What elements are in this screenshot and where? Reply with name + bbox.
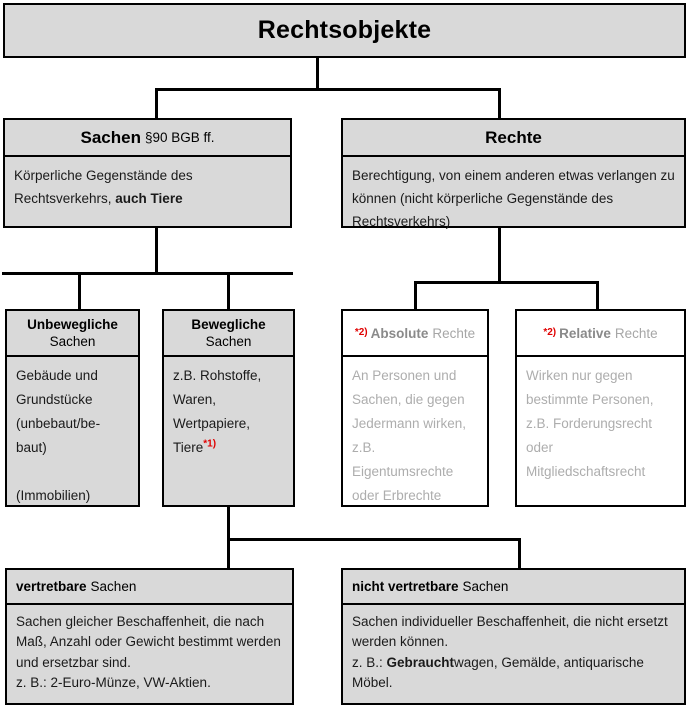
connector-rechte-stem (498, 227, 501, 283)
node-vertretbare-sachen-header: vertretbare Sachen (7, 570, 292, 605)
node-sachen-header: Sachen §90 BGB ff. (5, 120, 290, 157)
node-absolute-rechte[interactable]: *2) Absolute Rechte An Personen und Sach… (341, 309, 489, 507)
node-sachen-description: Körperliche Gegenstände des Rechtsverkeh… (14, 168, 193, 207)
node-sachen-description-emphasis: auch Tiere (115, 191, 183, 207)
node-rechte[interactable]: Rechte Berechtigung, von einem anderen e… (341, 118, 686, 229)
connector-level3-right-bar (414, 281, 599, 284)
node-bewegliche-sachen[interactable]: Bewegliche Sachen z.B. Rohstoffe, Waren,… (162, 309, 295, 507)
node-nicht-vertretbare-sachen[interactable]: nicht vertretbare Sachen Sachen individu… (341, 568, 686, 705)
node-absolute-rechte-body: An Personen und Sachen, die gegen Jederm… (343, 357, 487, 505)
connector-to-beweglich (227, 272, 230, 310)
node-relative-rechte[interactable]: *2) Relative Rechte Wirken nur gegen bes… (515, 309, 686, 507)
node-bewegliche-sachen-header: Bewegliche Sachen (164, 311, 293, 357)
node-sachen-title: Sachen (80, 127, 141, 147)
node-nicht-vertretbare-sachen-body: Sachen individueller Beschaffenheit, die… (343, 605, 684, 707)
node-relative-rechte-subtitle: Rechte (614, 325, 658, 341)
node-vertretbare-sachen-subtitle: Sachen (90, 579, 137, 594)
connector-sachen-stem (155, 227, 158, 274)
connector-to-sachen (155, 88, 158, 119)
connector-level2-bar (155, 88, 501, 91)
node-nicht-vertretbare-sachen-example-emphasis: Gebraucht (386, 654, 455, 670)
node-absolute-rechte-subtitle: Rechte (432, 325, 476, 341)
node-rechte-header: Rechte (343, 120, 684, 157)
node-vertretbare-sachen-title: vertretbare (16, 579, 87, 594)
node-vertretbare-sachen[interactable]: vertretbare Sachen Sachen gleicher Besch… (5, 568, 294, 705)
node-bewegliche-sachen-body: z.B. Rohstoffe, Waren, Wertpapiere, Tier… (164, 357, 293, 505)
node-unbewegliche-sachen-body: Gebäude und Grundstücke (unbebaut/be-bau… (7, 357, 138, 505)
node-sachen-law-reference: §90 BGB ff. (144, 130, 215, 145)
node-unbewegliche-sachen-subtitle: Sachen (49, 334, 96, 349)
connector-beweglich-stem (227, 506, 230, 569)
node-relative-rechte-description: Wirken nur gegen bestimmte Personen, z.B… (526, 368, 654, 480)
connector-to-rechte (498, 88, 501, 119)
node-relative-rechte-header: *2) Relative Rechte (517, 311, 684, 357)
connector-level4-bar (227, 538, 521, 541)
node-bewegliche-sachen-title: Bewegliche (191, 316, 266, 332)
node-sachen-body: Körperliche Gegenstände des Rechtsverkeh… (5, 157, 290, 226)
node-vertretbare-sachen-description: Sachen gleicher Beschaffenheit, die nach… (16, 614, 281, 690)
node-rechte-description: Berechtigung, von einem anderen etwas ve… (352, 168, 675, 230)
node-unbewegliche-sachen-header: Unbewegliche Sachen (7, 311, 138, 357)
node-rechte-title: Rechte (485, 127, 542, 147)
node-relative-rechte-title: Relative (559, 325, 611, 341)
node-absolute-rechte-header: *2) Absolute Rechte (343, 311, 487, 357)
node-nicht-vertretbare-sachen-title: nicht vertretbare (352, 579, 459, 594)
connector-to-unbeweglich (78, 272, 81, 310)
node-nicht-vertretbare-sachen-subtitle: Sachen (462, 579, 509, 594)
connector-level3-left-bar (2, 272, 293, 275)
node-sachen[interactable]: Sachen §90 BGB ff. Körperliche Gegenstän… (3, 118, 292, 228)
node-unbewegliche-sachen-description: Gebäude und Grundstücke (unbebaut/be-bau… (16, 368, 101, 504)
node-rechte-body: Berechtigung, von einem anderen etwas ve… (343, 157, 684, 229)
node-absolute-rechte-title: Absolute (370, 325, 429, 341)
node-bewegliche-sachen-subtitle: Sachen (205, 334, 252, 349)
node-absolute-rechte-description: An Personen und Sachen, die gegen Jederm… (352, 368, 467, 504)
connector-to-nicht-vertretbar (518, 538, 521, 569)
connector-title-stem (316, 57, 319, 90)
footnote-marker-1-icon: *1) (203, 438, 217, 450)
node-bewegliche-sachen-description: z.B. Rohstoffe, Waren, Wertpapiere, Tier… (173, 368, 262, 456)
page-title: Rechtsobjekte (257, 16, 432, 44)
node-nicht-vertretbare-sachen-example-prefix: z. B.: (352, 654, 387, 670)
node-unbewegliche-sachen[interactable]: Unbewegliche Sachen Gebäude und Grundstü… (5, 309, 140, 507)
connector-to-relative (596, 281, 599, 310)
node-unbewegliche-sachen-title: Unbewegliche (27, 316, 118, 332)
node-vertretbare-sachen-body: Sachen gleicher Beschaffenheit, die nach… (7, 605, 292, 707)
node-nicht-vertretbare-sachen-description-line1: Sachen individueller Beschaffenheit, die… (352, 614, 668, 650)
node-nicht-vertretbare-sachen-header: nicht vertretbare Sachen (343, 570, 684, 605)
connector-to-absolute (414, 281, 417, 310)
node-nicht-vertretbare-sachen-example-suffix: wagen, Gemälde, antiquarische Möbel. (352, 654, 644, 690)
diagram-title-box: Rechtsobjekte (3, 3, 686, 58)
node-relative-rechte-body: Wirken nur gegen bestimmte Personen, z.B… (517, 357, 684, 505)
